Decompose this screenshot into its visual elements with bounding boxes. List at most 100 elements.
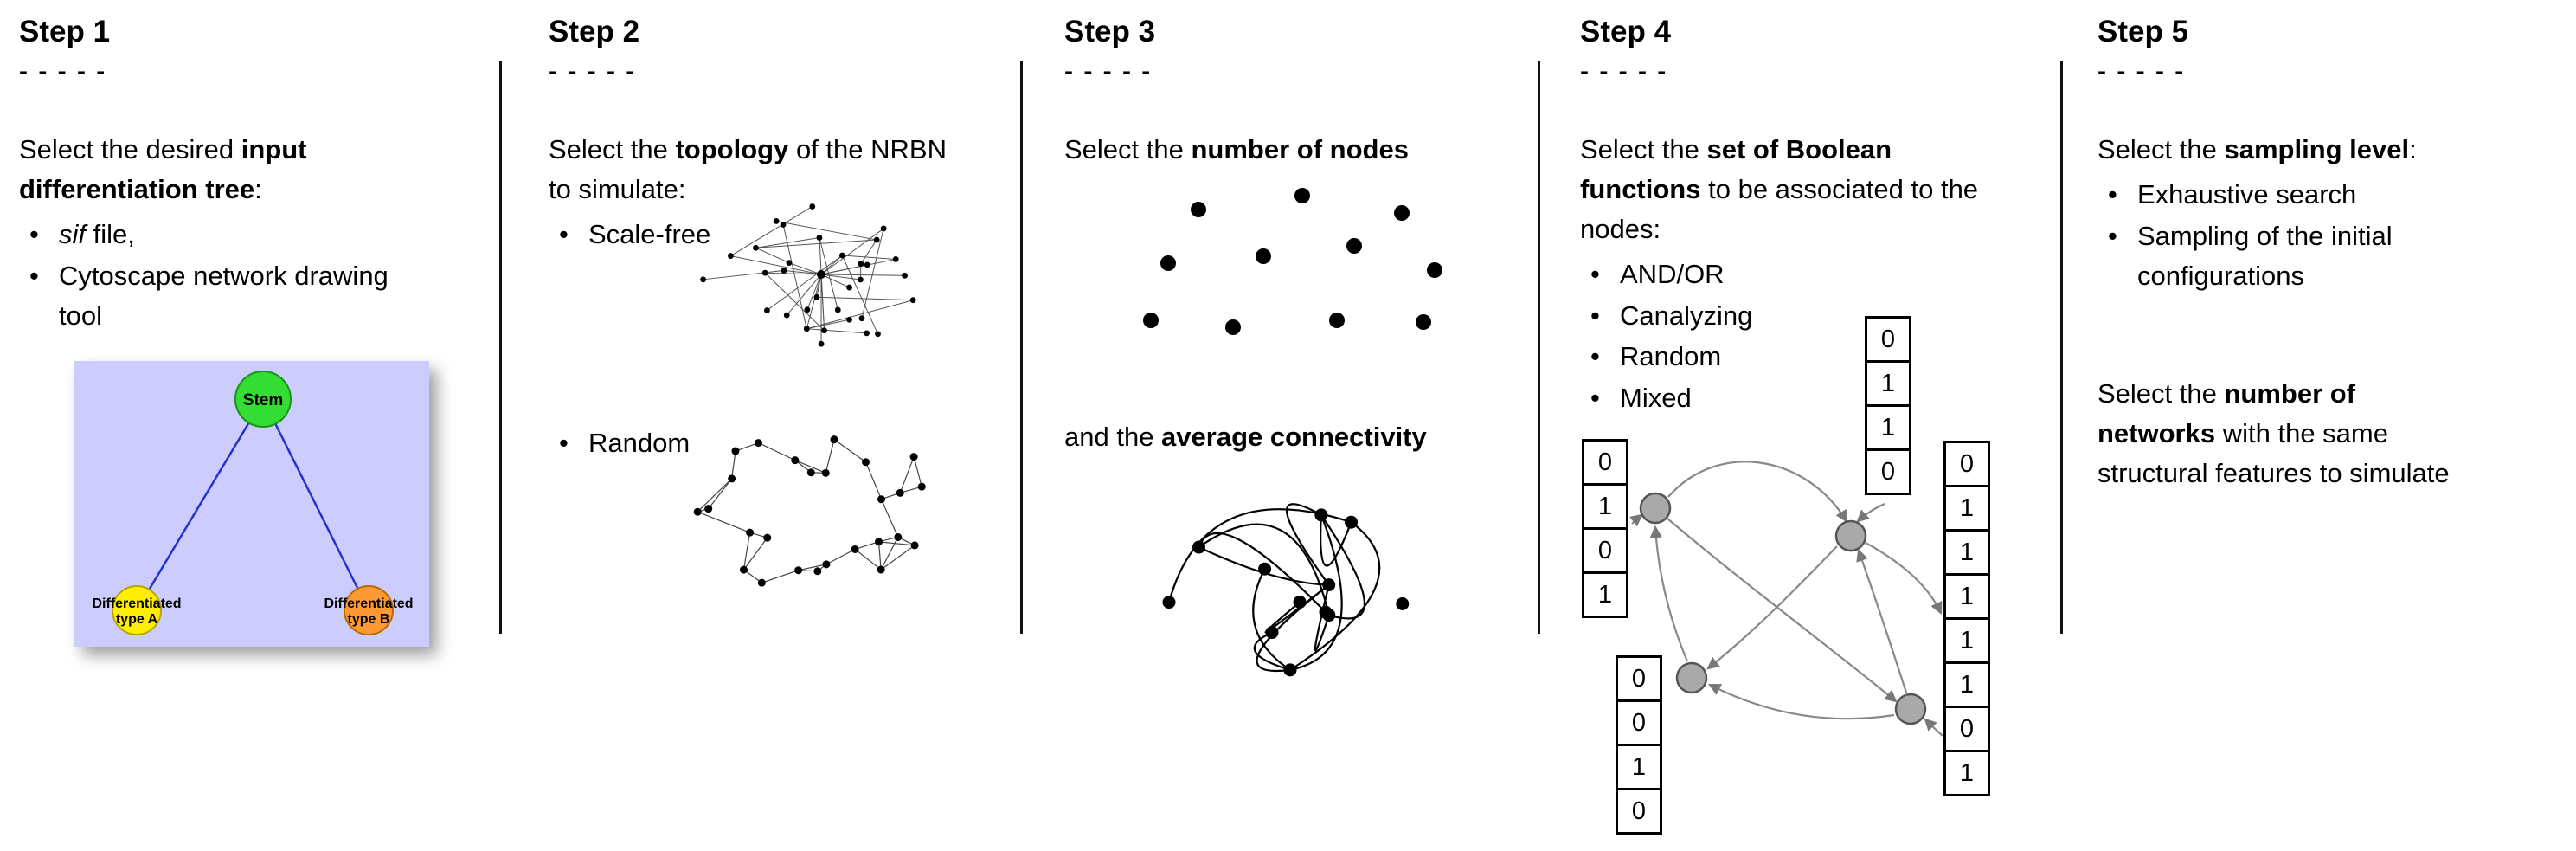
bullet-text: Random <box>588 427 691 458</box>
list-item: Canalyzing <box>1580 296 2013 336</box>
step3-connectivity-text: and the average connectivity <box>1064 417 1514 457</box>
intro-text: of the NRBN to simulate: <box>549 134 947 204</box>
bullet-text: Sampling of the initial configurations <box>2137 220 2393 291</box>
step-title: Step 5 <box>2097 15 2189 48</box>
column-divider <box>1538 61 1540 634</box>
scale-free-network-image <box>700 203 916 347</box>
paragraph-text: Select the <box>2097 378 2225 409</box>
boolean-node <box>1639 492 1672 525</box>
differentiation-tree-figure: Stem Differentiated type A Differentiate… <box>74 361 429 648</box>
network-edge <box>1706 545 1838 670</box>
intro-text: : <box>2409 134 2417 164</box>
random-network-image <box>693 435 926 587</box>
step-column-3: Step 3 - - - - - Select the number of no… <box>1064 0 1514 677</box>
intro-text: Select the <box>2097 134 2225 164</box>
intro-text-bold: set of Boolean functions <box>1580 134 1892 204</box>
bullet-text: file, <box>86 218 135 249</box>
stem-node-label: Stem <box>243 391 283 409</box>
truth-cell: 1 <box>1943 485 1990 532</box>
network-edge <box>1865 542 1943 615</box>
column-divider <box>1020 61 1023 634</box>
step4-intro: Select the set of Boolean functions to b… <box>1580 130 1987 249</box>
intro-text: Select the desired <box>19 134 241 164</box>
intro-text: : <box>254 173 262 204</box>
bullet-text: AND/OR <box>1620 258 1725 289</box>
list-item: Exhaustive search <box>2097 175 2478 215</box>
truth-column-bottom-left: 0 0 1 0 <box>1616 655 1662 835</box>
truth-cell: 1 <box>1865 360 1911 407</box>
intro-text-bold: topology <box>675 134 789 164</box>
bullet-text: Scale-free <box>588 218 711 249</box>
truth-cell: 0 <box>1616 699 1662 746</box>
connectivity-network-image <box>1162 503 1410 677</box>
list-item: AND/OR <box>1580 255 2013 294</box>
network-edge <box>1667 518 1898 703</box>
type-b-node-label: Differentiated <box>324 596 413 611</box>
intro-text-bold: sampling level <box>2224 134 2410 164</box>
truth-column-right: 0 1 1 1 1 1 0 1 <box>1943 441 1990 796</box>
step2-bullet-list: Scale-free Random <box>549 215 951 463</box>
stem-node <box>234 371 292 429</box>
bullet-text: Cytoscape network drawing tool <box>59 260 389 331</box>
step-title: Step 1 <box>19 15 111 48</box>
step5-bullet-list: Exhaustive search Sampling of the initia… <box>2097 175 2478 296</box>
type-b-node <box>344 585 394 636</box>
truth-cell: 1 <box>1943 573 1990 620</box>
tree-edge <box>135 398 265 612</box>
truth-cell: 0 <box>1865 316 1911 363</box>
step1-bullet-list: sif file, Cytoscape network drawing tool <box>19 215 391 336</box>
intro-text: and the <box>1064 422 1162 452</box>
bullet-icon <box>2097 175 2137 215</box>
bullet-text: Random <box>1620 341 1722 372</box>
list-item: Scale-free <box>549 215 951 255</box>
network-edge <box>1629 513 1643 527</box>
truth-cell: 1 <box>1943 529 1990 576</box>
bullet-text-italic: sif <box>59 218 86 249</box>
truth-cell: 1 <box>1943 617 1990 664</box>
truth-cell: 0 <box>1865 448 1911 495</box>
step-column-1: Step 1 - - - - - Select the desired inpu… <box>19 0 429 648</box>
step-dashes: - - - - - <box>1064 57 1153 86</box>
truth-cell: 1 <box>1616 744 1662 790</box>
boolean-node <box>1675 661 1708 694</box>
network-edge <box>1649 525 1689 662</box>
truth-column-top: 0 1 1 0 <box>1865 316 1911 495</box>
step-column-4: Step 4 - - - - - Select the set of Boole… <box>1580 0 2013 835</box>
intro-text-bold: input differentiation tree <box>19 134 307 204</box>
truth-cell: 0 <box>1943 441 1990 487</box>
intro-text-bold: average connectivity <box>1161 422 1427 452</box>
bullet-text: Exhaustive search <box>2137 178 2357 210</box>
step3-intro: Select the number of nodes <box>1064 130 1514 170</box>
bullet-icon <box>19 215 59 255</box>
tree-edge <box>261 398 370 611</box>
list-item: sif file, <box>19 215 391 255</box>
bullet-text: Mixed <box>1620 383 1692 414</box>
list-item: Cytoscape network drawing tool <box>19 256 391 336</box>
step5-intro: Select the sampling level: <box>2097 130 2478 170</box>
list-item: Sampling of the initial configurations <box>2097 216 2478 296</box>
truth-cell: 1 <box>1865 404 1911 451</box>
boolean-node <box>1894 693 1927 725</box>
intro-text: Select the <box>1064 134 1192 164</box>
truth-cell: 1 <box>1582 571 1628 618</box>
network-edge <box>1856 548 1908 693</box>
truth-cell: 0 <box>1582 439 1628 486</box>
step-column-5: Step 5 - - - - - Select the sampling lev… <box>2097 0 2478 488</box>
truth-cell: 1 <box>1943 750 1990 796</box>
intro-text: Select the <box>1580 134 1707 164</box>
bullet-icon <box>1580 255 1620 294</box>
truth-cell: 1 <box>1943 661 1990 708</box>
type-b-node-label: type B <box>348 612 390 627</box>
step5-networks-text: Select the number of networks with the s… <box>2097 374 2478 493</box>
nodes-dots-image <box>1143 188 1442 335</box>
step-dashes: - - - - - <box>1580 57 1668 86</box>
truth-column-left: 0 1 0 1 <box>1582 439 1628 618</box>
step-title: Step 3 <box>1064 15 1156 48</box>
paragraph-text: with the same structural features to sim… <box>2097 417 2450 488</box>
boolean-network-image <box>1629 461 1943 737</box>
boolean-network-figure: 0 1 1 0 0 1 0 1 0 0 1 0 0 1 1 1 1 1 0 1 <box>1580 310 1995 851</box>
bullet-icon <box>19 256 59 336</box>
list-item: Random <box>1580 337 2013 377</box>
bullet-icon <box>549 423 588 463</box>
step-title: Step 2 <box>549 15 640 48</box>
